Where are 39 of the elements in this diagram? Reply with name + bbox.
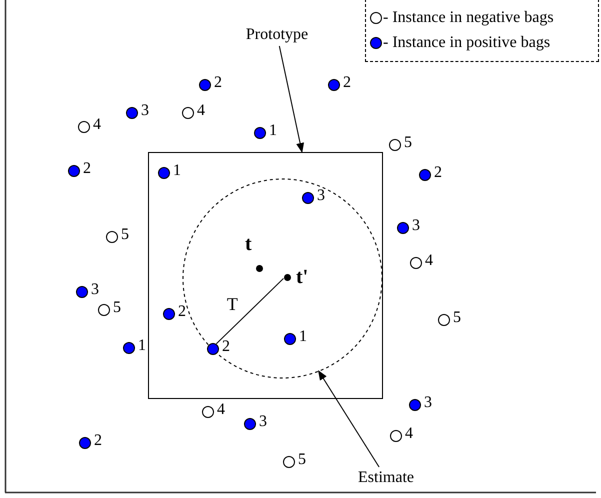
instance-number: 2 bbox=[214, 75, 222, 91]
instance-number: 3 bbox=[91, 282, 99, 298]
point-marker bbox=[256, 264, 262, 272]
instance-number: 4 bbox=[93, 117, 101, 133]
instance-number: 4 bbox=[197, 103, 205, 119]
instance-number: 4 bbox=[425, 253, 433, 269]
instance-number: 5 bbox=[121, 227, 129, 243]
radius-line bbox=[216, 278, 284, 344]
arrow bbox=[278, 46, 304, 153]
instance-number: 2 bbox=[343, 75, 351, 91]
legend-text: - Instance in positive bags bbox=[383, 35, 550, 51]
callout-label: Prototype bbox=[232, 24, 322, 46]
instance-number: 2 bbox=[94, 433, 102, 449]
instance-number: 3 bbox=[424, 395, 432, 411]
instance-number: 2 bbox=[222, 339, 230, 355]
instance-number: 2 bbox=[178, 304, 186, 320]
arrow bbox=[318, 370, 380, 468]
instance-number: 1 bbox=[138, 338, 146, 354]
prototype-square bbox=[148, 152, 383, 399]
instance-number: 1 bbox=[173, 163, 181, 179]
instance-number: 2 bbox=[83, 161, 91, 177]
instance-number: 5 bbox=[404, 135, 412, 151]
point-label: t' bbox=[296, 267, 308, 287]
instance-number: 5 bbox=[453, 310, 461, 326]
point-marker bbox=[284, 274, 290, 280]
instance-number: 5 bbox=[113, 300, 121, 316]
instance-number: 5 bbox=[298, 452, 306, 468]
instance-number: 3 bbox=[259, 414, 267, 430]
instance-number: 3 bbox=[412, 218, 420, 234]
instance-number: 3 bbox=[317, 188, 325, 204]
instance-number: 1 bbox=[299, 329, 307, 345]
instance-number: 3 bbox=[141, 103, 149, 119]
instance-number: 4 bbox=[217, 402, 225, 418]
callout-label: Estimate bbox=[350, 467, 422, 489]
instance-number: 4 bbox=[405, 426, 413, 442]
point-label: t bbox=[245, 234, 252, 254]
instance-number: 2 bbox=[434, 165, 442, 181]
legend-text: - Instance in negative bags bbox=[383, 10, 554, 26]
instance-number: 1 bbox=[269, 123, 277, 139]
